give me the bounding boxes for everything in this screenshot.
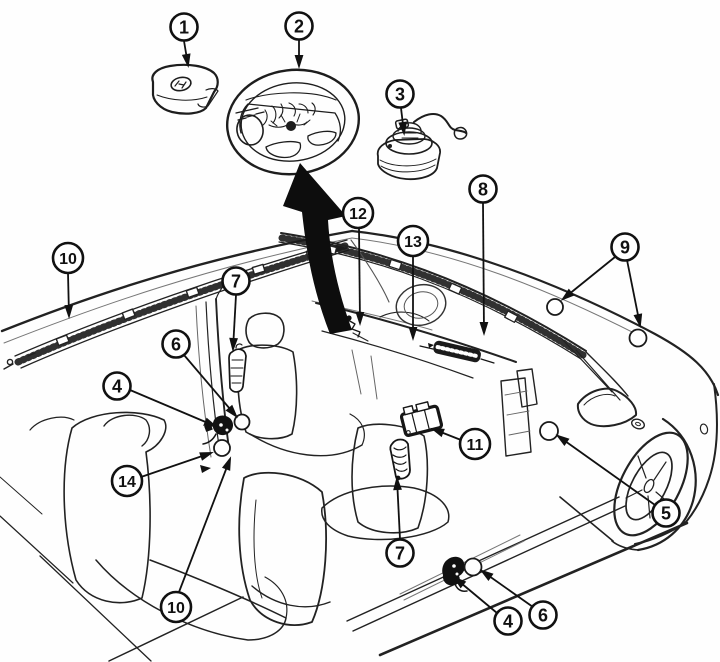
wheel-rim [625, 451, 673, 521]
callout-number: 3 [395, 84, 405, 104]
side-impact-sensor-pillar [202, 415, 234, 445]
callout-number: 9 [620, 237, 630, 257]
callout-14-pretensioner: 14 [110, 452, 214, 498]
callout-4-rocker-sensor: 4 [452, 576, 523, 636]
callout-9-front-sensors: 9 [560, 232, 643, 328]
pretensioner-mark [200, 465, 211, 473]
callout-number: 4 [112, 376, 122, 396]
callout-5-rear-sensor: 5 [555, 434, 681, 528]
callout-1-driver-airbag: 1 [169, 12, 199, 68]
door-handle [631, 418, 645, 430]
callout-number: 6 [171, 334, 181, 354]
callout-number: 8 [478, 179, 488, 199]
passenger-airbag-module [433, 340, 481, 363]
callout-2-steering-wheel: 2 [284, 11, 314, 69]
clock-spring [376, 113, 468, 181]
driver-headrest [245, 312, 285, 349]
wheel-tire [613, 431, 689, 537]
driver-airbag-module [151, 63, 219, 115]
rocker-panel-lines [346, 496, 689, 657]
callout-number: 12 [349, 206, 367, 223]
side-impact-sensor-rocker [442, 556, 468, 592]
rear-cushion [95, 559, 287, 641]
grommet-circle-lower [463, 557, 483, 577]
in-car-steering-wheel [395, 283, 447, 327]
callout-number: 10 [167, 600, 185, 617]
sensor-target-circles [213, 298, 648, 577]
grommet-circle-upper [233, 413, 251, 431]
callout-6-grommet-upper: 6 [161, 329, 238, 419]
srs-control-module [399, 401, 444, 437]
callout-number: 2 [294, 16, 304, 36]
points-to-steering-wheel-arrow [283, 163, 352, 334]
callout-7-side-airbag-passenger: 7 [385, 476, 415, 568]
callout-13-dash-airbag-module: 13 [396, 224, 430, 341]
callout-number: 4 [503, 611, 513, 631]
callout-number: 11 [467, 437, 484, 454]
callout-10-curtain-right: 10 [159, 456, 232, 624]
rear-headrest [103, 414, 151, 447]
sensor-circle-front-1 [546, 298, 564, 316]
callout-number: 10 [59, 251, 77, 268]
callout-11-srs-control-module: 11 [430, 427, 492, 461]
brand-logo-icon [170, 76, 192, 92]
callout-number: 5 [661, 503, 671, 523]
srs-components [200, 315, 495, 592]
detached-parts [151, 63, 468, 181]
callout-7-side-airbag-driver: 7 [221, 266, 251, 352]
callout-number: 14 [118, 474, 136, 491]
passenger-cushion [321, 485, 450, 541]
driver-seatback [237, 344, 298, 440]
callout-number: 7 [395, 543, 405, 563]
seats [29, 312, 450, 641]
pretensioner-circle [213, 439, 231, 457]
side-airbag-passenger-seat [389, 438, 411, 481]
floor-lines [0, 476, 244, 662]
sensor-circle-front-2 [628, 328, 648, 348]
callout-8-passenger-airbag: 8 [468, 174, 498, 336]
callout-number: 6 [538, 605, 548, 625]
side-airbag-driver-seat [228, 343, 247, 393]
callout-3-clock-spring: 3 [385, 79, 415, 136]
callout-12-dash-harness: 12 [341, 196, 375, 326]
callout-6-grommet-lower: 6 [479, 569, 558, 630]
sensor-circle-rear [539, 421, 559, 441]
callout-number: 1 [179, 17, 189, 37]
front-left-seatback [238, 471, 327, 626]
callout-number: 13 [404, 234, 422, 251]
callout-4-pillar-sensor: 4 [102, 371, 218, 428]
callout-10-curtain-left: 10 [51, 241, 85, 319]
steering-wheel [225, 68, 361, 176]
rear-seatback [63, 411, 167, 604]
quarter-glass [576, 387, 638, 428]
callout-number: 7 [231, 271, 241, 291]
